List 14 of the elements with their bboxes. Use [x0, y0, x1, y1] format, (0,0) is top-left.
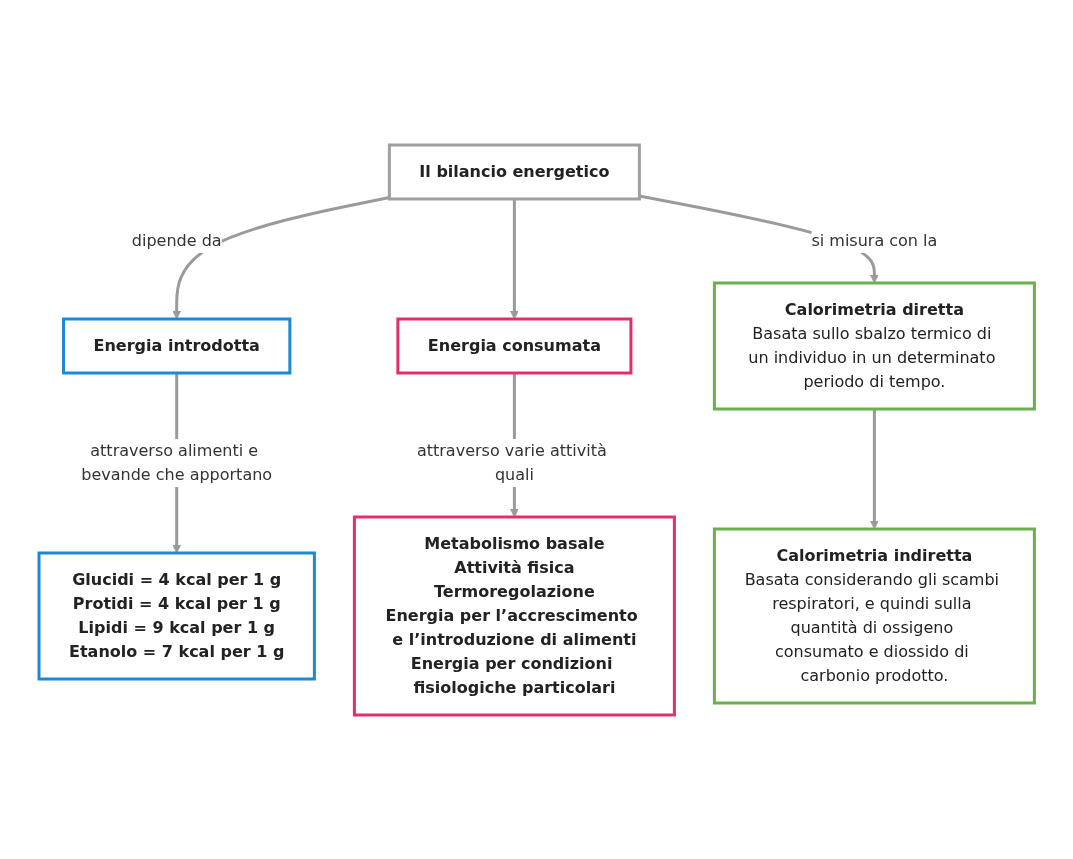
- arrow: [509, 198, 519, 319]
- arrow: [869, 408, 879, 529]
- node-box: Energia consumata: [396, 317, 633, 374]
- edge-label: si misura con la: [811, 230, 938, 250]
- edge-label: attraverso varie attività quali: [416, 440, 607, 484]
- node-box: Il bilancio energetico: [387, 143, 641, 200]
- node-box: Energia introdotta: [61, 317, 292, 374]
- edge-label: dipende da: [131, 230, 222, 250]
- arrow: [172, 195, 390, 319]
- node-box: Glucidi = 4 kcal per 1 g Protidi = 4 kcal per 1 g Lipidi = 9 kcal per 1 g Etanolo = 7 kcal per 1 g: [37, 551, 316, 680]
- node-box: Metabolismo basale Attività fisica Termoregolazione Energia per l’accrescimento e l’introduzione di alimenti Energia per condizioni fisiologiche particolari: [352, 515, 676, 716]
- node-box: Calorimetria diretta Basata sullo sbalzo termico di un individuo in un determinato periodo di tempo.: [712, 281, 1036, 410]
- edge-label: attraverso alimenti e bevande che apportano: [81, 440, 272, 484]
- node-box: Calorimetria indiretta Basata considerando gli scambi respiratori, e quindi sulla quantità di ossigeno consumato e diossido di carbonio prodotto.: [712, 527, 1036, 704]
